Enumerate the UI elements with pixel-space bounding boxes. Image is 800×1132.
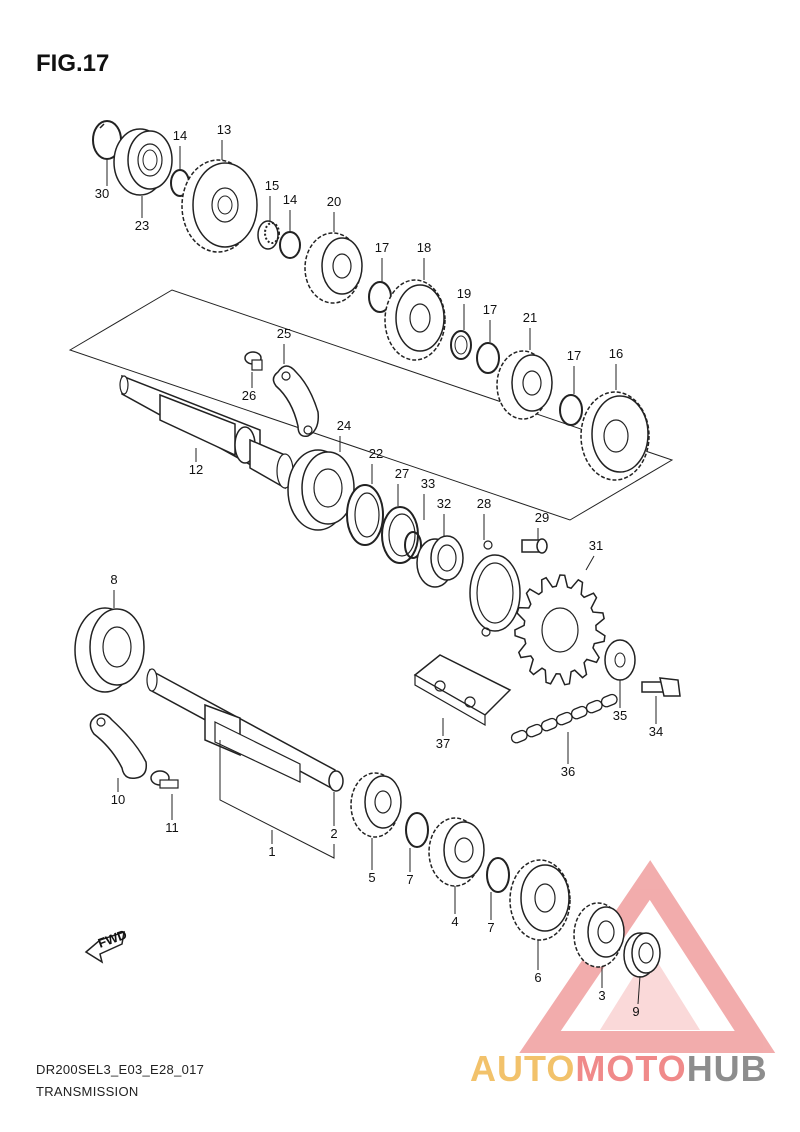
part-washer-19[interactable] <box>450 330 472 360</box>
part-mainshaft-1[interactable] <box>146 668 336 792</box>
callout-label: 16 <box>609 346 623 361</box>
part-washer-35[interactable] <box>604 639 636 681</box>
callout-label: 30 <box>95 186 109 201</box>
callout-label: 33 <box>421 476 435 491</box>
part-circlip-7a[interactable] <box>405 812 429 848</box>
fwd-arrow-icon: FWD <box>84 927 129 964</box>
part-bearing-23[interactable] <box>113 128 173 196</box>
chain-link <box>525 723 543 738</box>
watermark-text: AUTOMOTOHUB <box>470 1048 768 1089</box>
chain-link <box>510 729 528 744</box>
part-gear-4[interactable] <box>428 817 485 887</box>
callout-label: 24 <box>337 418 351 433</box>
diagram-code: DR200SEL3_E03_E28_017 <box>36 1062 205 1077</box>
callout-label: 34 <box>649 724 663 739</box>
callout-label: 23 <box>135 218 149 233</box>
part-circlip-7b[interactable] <box>486 857 510 893</box>
part-sprocket-31[interactable] <box>514 574 606 686</box>
callout-label: 22 <box>369 446 383 461</box>
part-gear-13[interactable] <box>181 159 258 253</box>
callout-label: 5 <box>368 870 375 885</box>
callout-label: 17 <box>375 240 389 255</box>
chain-link <box>555 711 573 726</box>
part-gear-21[interactable] <box>496 350 553 420</box>
callout-label: 31 <box>589 538 603 553</box>
part-plate-25[interactable] <box>272 365 320 438</box>
callout-label: 14 <box>283 192 297 207</box>
part-bolt-34[interactable] <box>641 677 681 697</box>
part-oring-27[interactable] <box>381 506 419 564</box>
diagram-subtitle: TRANSMISSION <box>36 1084 139 1099</box>
part-gear-5[interactable] <box>350 772 402 838</box>
part-gear-20[interactable] <box>304 232 363 304</box>
part-bolt-29[interactable] <box>521 538 548 554</box>
callout-label: 17 <box>567 348 581 363</box>
callout-label: 27 <box>395 466 409 481</box>
callout-label: 12 <box>189 462 203 477</box>
part-bearing-24[interactable] <box>287 449 355 531</box>
part-seal-22[interactable] <box>346 484 384 546</box>
part-gear-16[interactable] <box>580 391 650 481</box>
part-drive-chain-36[interactable] <box>510 693 619 744</box>
callout-label: 15 <box>265 178 279 193</box>
callout-label: 25 <box>277 326 291 341</box>
callout-label: 18 <box>417 240 431 255</box>
part-bearing-9[interactable] <box>623 932 661 978</box>
leader-line <box>637 975 641 1005</box>
chain-link <box>600 693 618 708</box>
part-bearing-8[interactable] <box>74 607 145 693</box>
bracket-line <box>219 740 335 859</box>
part-plate-28[interactable] <box>469 540 521 637</box>
leader-line <box>585 555 595 571</box>
part-circlip-17b[interactable] <box>476 342 500 374</box>
part-circlip-17c[interactable] <box>559 394 583 426</box>
callout-label: 26 <box>242 388 256 403</box>
callout-label: 3 <box>598 988 605 1003</box>
callout-label: 1 <box>268 844 275 859</box>
part-washer-14b[interactable] <box>279 231 301 259</box>
chain-link <box>570 705 588 720</box>
callout-label: 36 <box>561 764 575 779</box>
callout-label: 10 <box>111 792 125 807</box>
callout-label: 13 <box>217 122 231 137</box>
part-bolt-26[interactable] <box>244 351 263 371</box>
callout-label: 2 <box>330 826 337 841</box>
part-needle-bearing-2[interactable] <box>328 770 344 792</box>
chain-link <box>585 699 603 714</box>
part-spacer-32[interactable] <box>416 535 464 588</box>
callout-label: 7 <box>406 872 413 887</box>
callout-label: 11 <box>165 820 179 835</box>
callout-label: 28 <box>477 496 491 511</box>
part-needle-bearing-15[interactable] <box>257 220 280 250</box>
callout-label: 4 <box>451 914 458 929</box>
figure-title: FIG.17 <box>36 50 110 77</box>
callout-label: 14 <box>173 128 187 143</box>
part-gear-18[interactable] <box>384 279 446 361</box>
callout-label: 7 <box>487 920 494 935</box>
part-chain-joint-37[interactable] <box>413 654 512 727</box>
callout-label: 6 <box>534 970 541 985</box>
callout-label: 17 <box>483 302 497 317</box>
part-gear-3[interactable] <box>573 902 625 968</box>
callout-label: 8 <box>110 572 117 587</box>
callout-label: 37 <box>436 736 450 751</box>
part-oring-33[interactable] <box>404 531 422 559</box>
callout-label: 21 <box>523 310 537 325</box>
callout-label: 32 <box>437 496 451 511</box>
callout-label: 9 <box>632 1004 639 1019</box>
countershaft-frame <box>68 289 674 521</box>
part-countershaft-12[interactable] <box>119 374 294 490</box>
callout-label: 35 <box>613 708 627 723</box>
part-screw-11[interactable] <box>150 770 179 789</box>
callout-label: 19 <box>457 286 471 301</box>
callout-label: 29 <box>535 510 549 525</box>
part-plate-10[interactable] <box>89 713 148 780</box>
chain-link <box>540 717 558 732</box>
leader-lines <box>106 140 657 1005</box>
callout-label: 20 <box>327 194 341 209</box>
part-gear-6[interactable] <box>509 859 571 941</box>
